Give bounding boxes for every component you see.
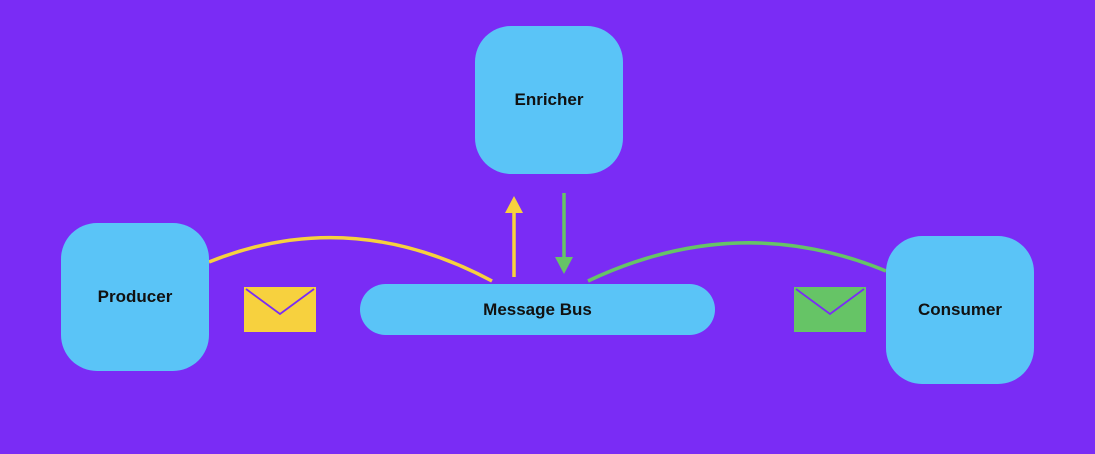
envelope-icon	[794, 287, 866, 332]
enricher-label: Enricher	[514, 90, 584, 109]
enricher-to-bus-arrow	[555, 193, 573, 274]
consumer-label: Consumer	[917, 300, 1003, 319]
bus-to-enricher-arrow	[505, 196, 523, 277]
envelope-icon	[244, 287, 316, 332]
message-bus-node[interactable]: Message Bus	[360, 284, 715, 335]
message-bus-label: Message Bus	[483, 299, 592, 319]
producer-label: Producer	[97, 287, 173, 306]
producer-node[interactable]: Producer	[61, 223, 209, 371]
producer-to-bus-edge	[208, 235, 493, 283]
bus-to-consumer-edge	[587, 241, 887, 283]
consumer-node[interactable]: Consumer	[886, 236, 1034, 384]
enricher-node[interactable]: Enricher	[475, 26, 623, 174]
